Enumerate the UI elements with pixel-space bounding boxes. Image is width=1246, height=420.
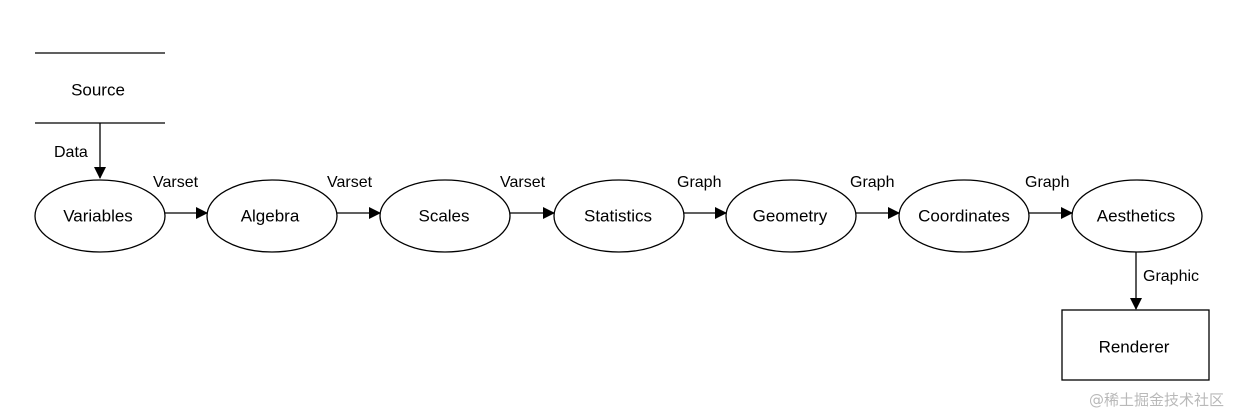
node-statistics: Statistics [553,179,685,253]
edge-statistics-geometry: Graph [677,174,727,219]
node-variables-label: Variables [63,206,133,225]
node-scales-label: Scales [418,206,469,225]
edge-source-variables: Data [54,123,106,179]
node-geometry: Geometry [725,179,857,253]
node-coordinates: Coordinates [898,179,1030,253]
node-coordinates-label: Coordinates [918,206,1010,225]
renderer-node: Renderer [1061,309,1210,381]
edge-algebra-scales: Varset [327,174,381,219]
node-algebra-label: Algebra [241,206,300,225]
node-algebra: Algebra [206,179,338,253]
node-statistics-label: Statistics [584,206,652,225]
node-aesthetics: Aesthetics [1071,179,1203,253]
edge-label-data: Data [54,144,88,161]
edge-scales-statistics: Varset [500,174,555,219]
edge-label-graph-1: Graph [677,174,721,191]
watermark: @稀土掘金技术社区 [1088,391,1224,409]
renderer-label: Renderer [1099,337,1170,356]
edge-label-graph-2: Graph [850,174,894,191]
edge-coordinates-aesthetics: Graph [1025,174,1073,219]
edge-label-varset-3: Varset [500,174,546,191]
edge-geometry-coordinates: Graph [850,174,900,219]
node-scales: Scales [379,179,511,253]
source-node: Source [35,52,165,124]
node-variables: Variables [34,179,166,253]
source-label: Source [71,80,125,99]
edge-label-varset-1: Varset [153,174,199,191]
edge-aesthetics-renderer: Graphic [1130,252,1199,310]
node-geometry-label: Geometry [753,206,828,225]
edge-label-varset-2: Varset [327,174,373,191]
node-aesthetics-label: Aesthetics [1097,206,1175,225]
edge-variables-algebra: Varset [153,174,208,219]
edge-label-graph-3: Graph [1025,174,1069,191]
edge-label-graphic: Graphic [1143,268,1199,285]
